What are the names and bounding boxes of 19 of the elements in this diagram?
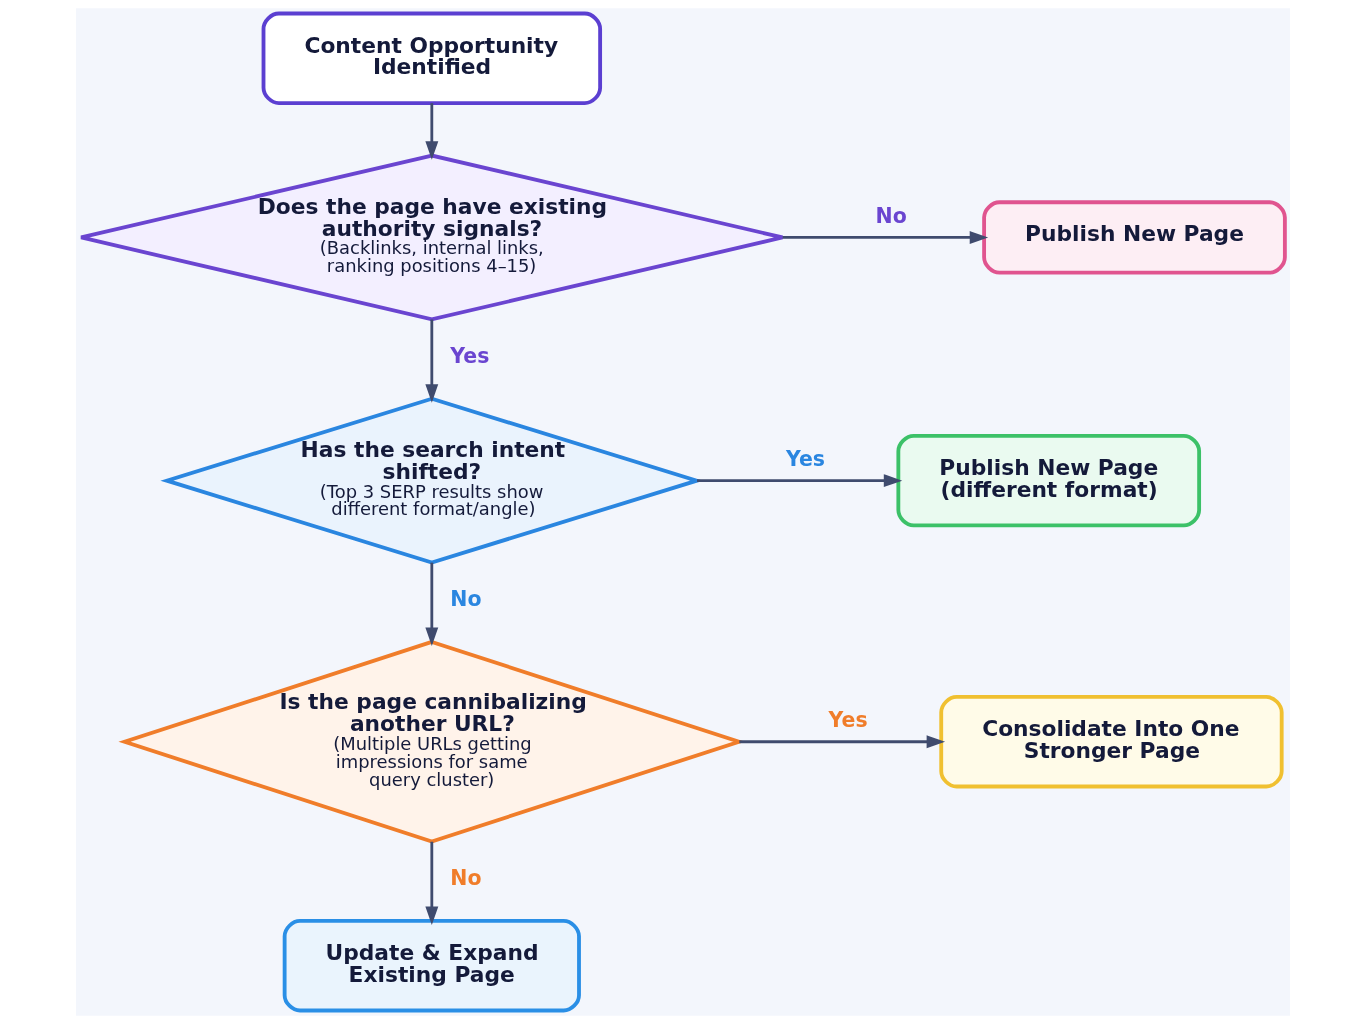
node-box: Consolidate Into One Stronger Page: [938, 695, 1284, 789]
arrow: [738, 735, 945, 749]
edge-label: Yes: [449, 343, 489, 368]
arrow: [424, 103, 438, 160]
node-box: Content Opportunity Identified: [261, 11, 602, 105]
node-box: Publish New Page: [981, 200, 1287, 275]
edge-label: No: [875, 204, 907, 229]
arrow: [424, 319, 438, 403]
node-box: Publish New Page (different format): [895, 433, 1201, 528]
node-box: Update & Expand Existing Page: [282, 919, 581, 1013]
node-diamond: Does the page have existing authority signals? (Backlinks, internal links, ranking positions 4–15): [78, 153, 784, 322]
edge-label: Yes: [785, 447, 825, 472]
arrow: [424, 841, 438, 926]
arrow: [782, 231, 988, 244]
edge-label: No: [449, 865, 482, 890]
arrow: [424, 562, 438, 646]
edge-label: Yes: [828, 708, 868, 733]
edge-label: No: [449, 586, 482, 611]
arrow: [696, 474, 902, 488]
